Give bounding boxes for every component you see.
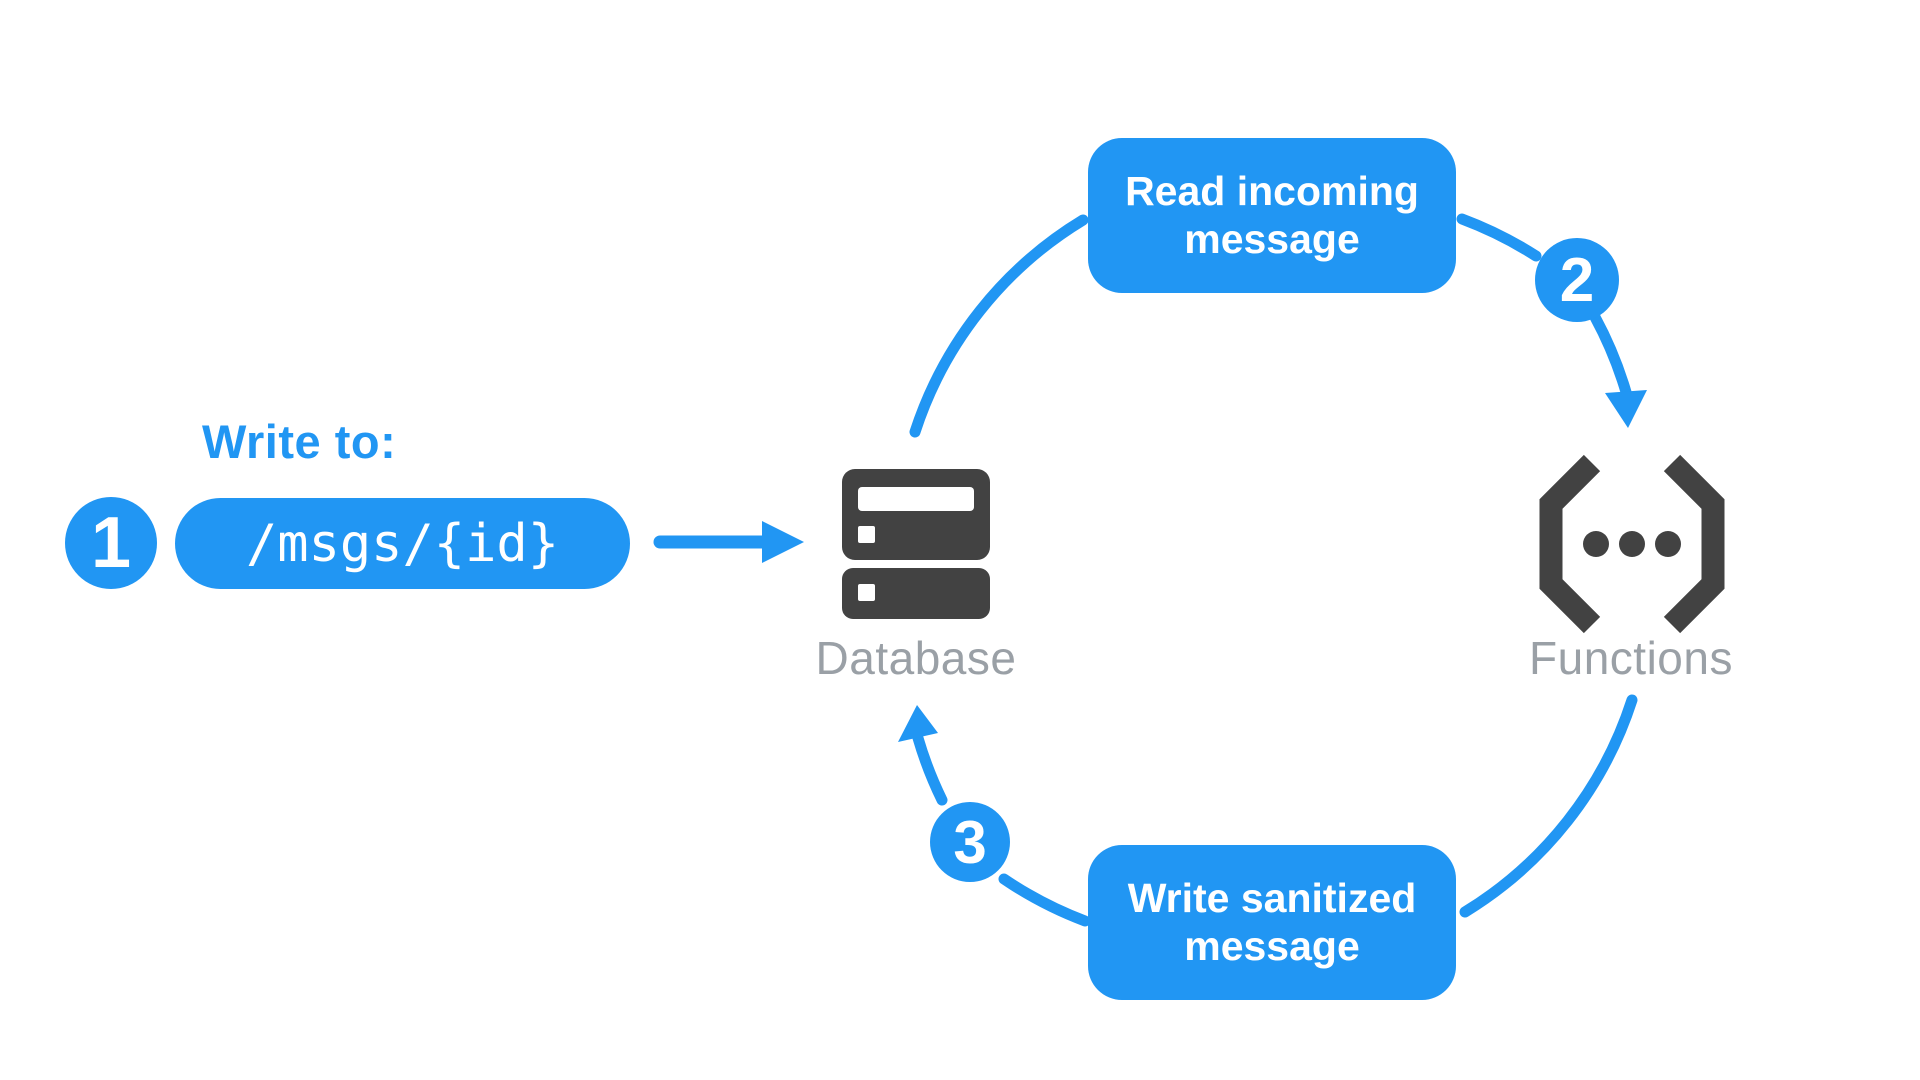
arrowhead-to-functions (1605, 390, 1647, 428)
step-badge-1: 1 (65, 497, 157, 589)
db-path-pill: /msgs/{id} (175, 498, 630, 589)
arc-write-to-badge3 (998, 873, 1091, 927)
write-arrow (653, 521, 804, 563)
arrow-badge3-to-database (898, 705, 948, 806)
arrowhead-to-database (898, 705, 938, 742)
arrow-badge2-to-functions (1589, 311, 1647, 428)
db-path-text: /msgs/{id} (245, 513, 560, 574)
step-badge-3: 3 (930, 802, 1010, 882)
database-label: Database (815, 632, 1017, 684)
functions-label: Functions (1529, 632, 1733, 684)
read-incoming-message-label: Read incoming message (1125, 168, 1419, 262)
step-badge-2-number: 2 (1559, 245, 1595, 315)
arc-read-to-badge2 (1456, 213, 1542, 262)
read-incoming-message-box: Read incoming message (1088, 138, 1456, 293)
step-badge-3-number: 3 (953, 808, 987, 876)
write-sanitized-message-label: Write sanitized message (1127, 875, 1417, 969)
database-icon (842, 469, 990, 619)
write-to-title: Write to: (202, 415, 397, 468)
write-sanitized-message-box: Write sanitized message (1088, 845, 1456, 1000)
functions-icon (1539, 454, 1725, 634)
step-badge-1-number: 1 (90, 503, 132, 583)
step-badge-2: 2 (1535, 238, 1619, 322)
arc-functions-to-write (1459, 694, 1638, 918)
arc-database-to-read (909, 214, 1089, 438)
